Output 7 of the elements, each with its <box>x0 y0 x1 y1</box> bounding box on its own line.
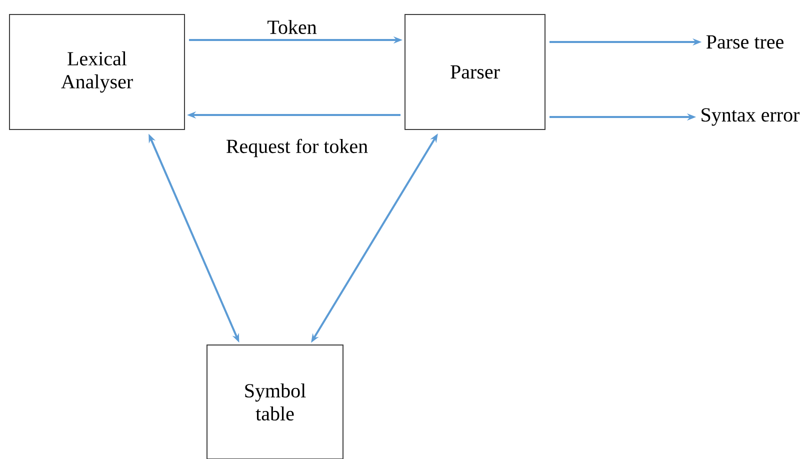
edge-label: Request for token <box>224 138 370 158</box>
process-box: Symbol table <box>206 344 344 459</box>
output-text: Syntax error <box>702 108 800 126</box>
output-text: Parse tree <box>706 35 784 49</box>
process-box: Parser <box>404 14 546 130</box>
edge-label: Token <box>266 18 318 36</box>
process-box: Lexical Analyser <box>9 14 185 130</box>
